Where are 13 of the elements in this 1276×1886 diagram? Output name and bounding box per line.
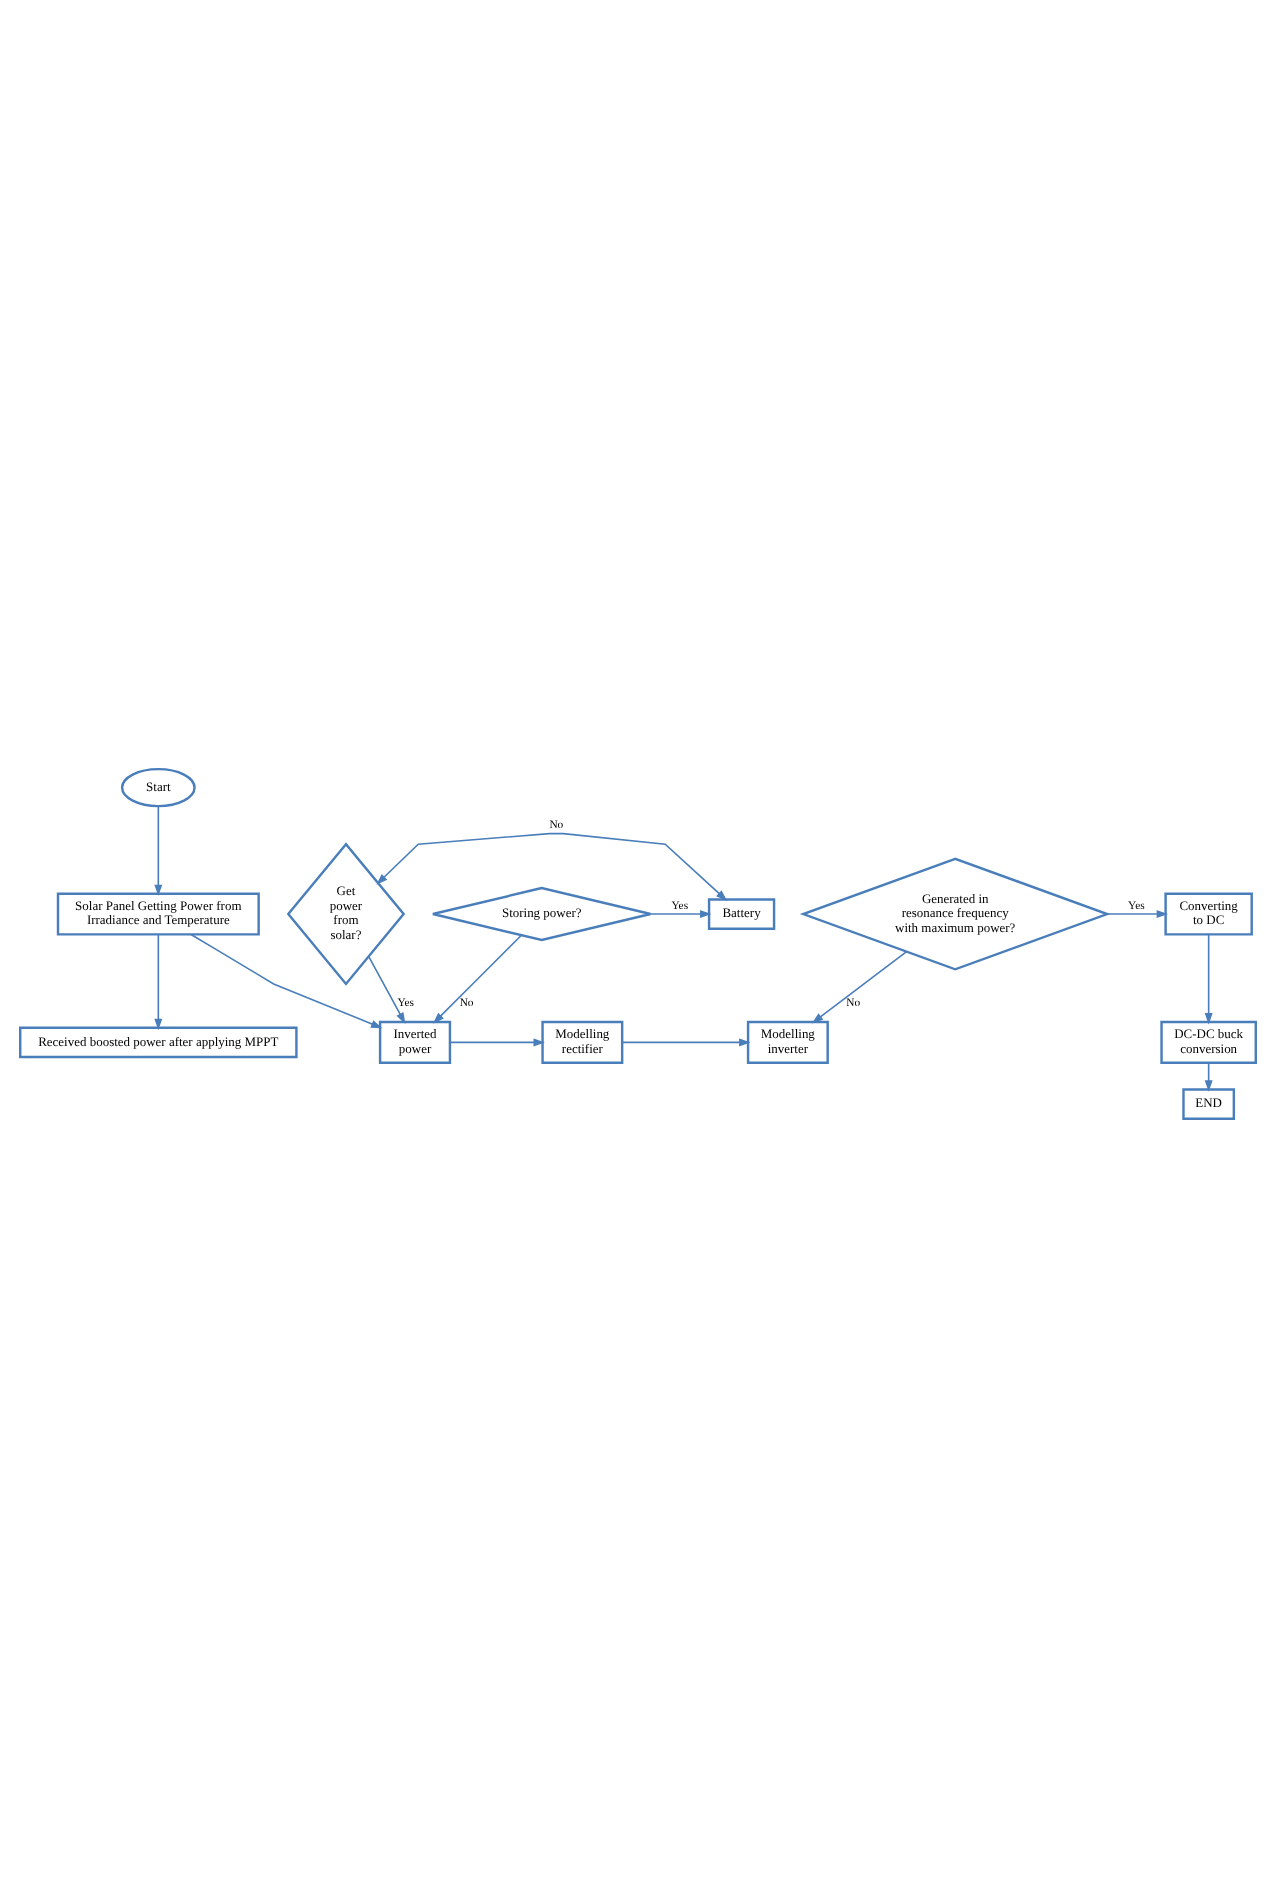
arrow xyxy=(376,831,728,900)
arrow xyxy=(1204,1061,1213,1091)
arrow xyxy=(1106,909,1169,918)
arrow xyxy=(154,932,163,1030)
arrow xyxy=(621,1037,751,1046)
arrow xyxy=(811,949,908,1023)
arrow xyxy=(367,954,406,1023)
arrow xyxy=(449,1037,545,1046)
arrow xyxy=(154,804,163,896)
arrow xyxy=(190,932,383,1028)
arrow xyxy=(432,933,523,1023)
arrow xyxy=(649,909,712,918)
arrow xyxy=(1204,932,1213,1024)
